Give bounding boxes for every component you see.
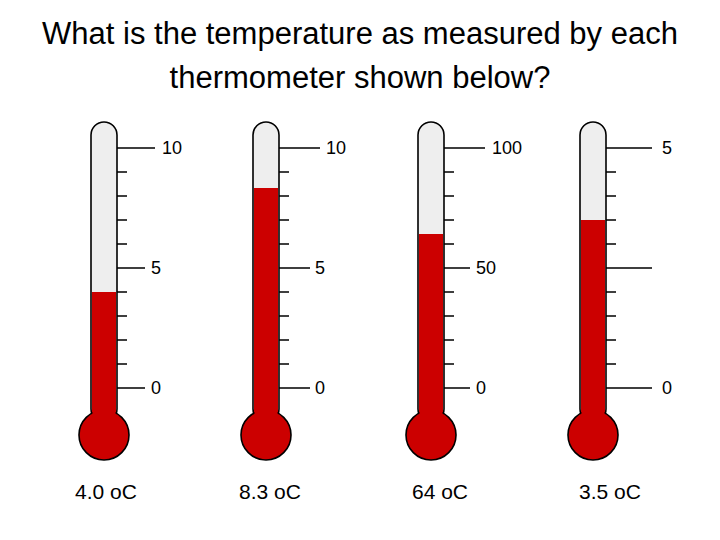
answer-label: 4.0 oC [75, 481, 137, 503]
scale-number: 100 [492, 137, 522, 159]
scale-number: 5 [662, 137, 672, 159]
thermometer [568, 122, 652, 460]
scale-number: 5 [151, 257, 161, 279]
answer-label: 3.5 oC [579, 481, 641, 503]
scale-number: 0 [662, 377, 672, 399]
title: What is the temperature as measured by e… [20, 12, 700, 100]
scale-number: 50 [476, 257, 496, 279]
thermometer [406, 122, 485, 460]
scale-number: 0 [476, 377, 486, 399]
scale-number: 10 [162, 137, 182, 159]
answer-label: 64 oC [412, 481, 468, 503]
scale-number: 5 [315, 257, 325, 279]
answer-label: 8.3 oC [239, 481, 301, 503]
thermometer [241, 122, 320, 460]
scale-number: 10 [326, 137, 346, 159]
thermometer [79, 122, 155, 460]
scale-number: 0 [151, 377, 161, 399]
scale-number: 0 [315, 377, 325, 399]
